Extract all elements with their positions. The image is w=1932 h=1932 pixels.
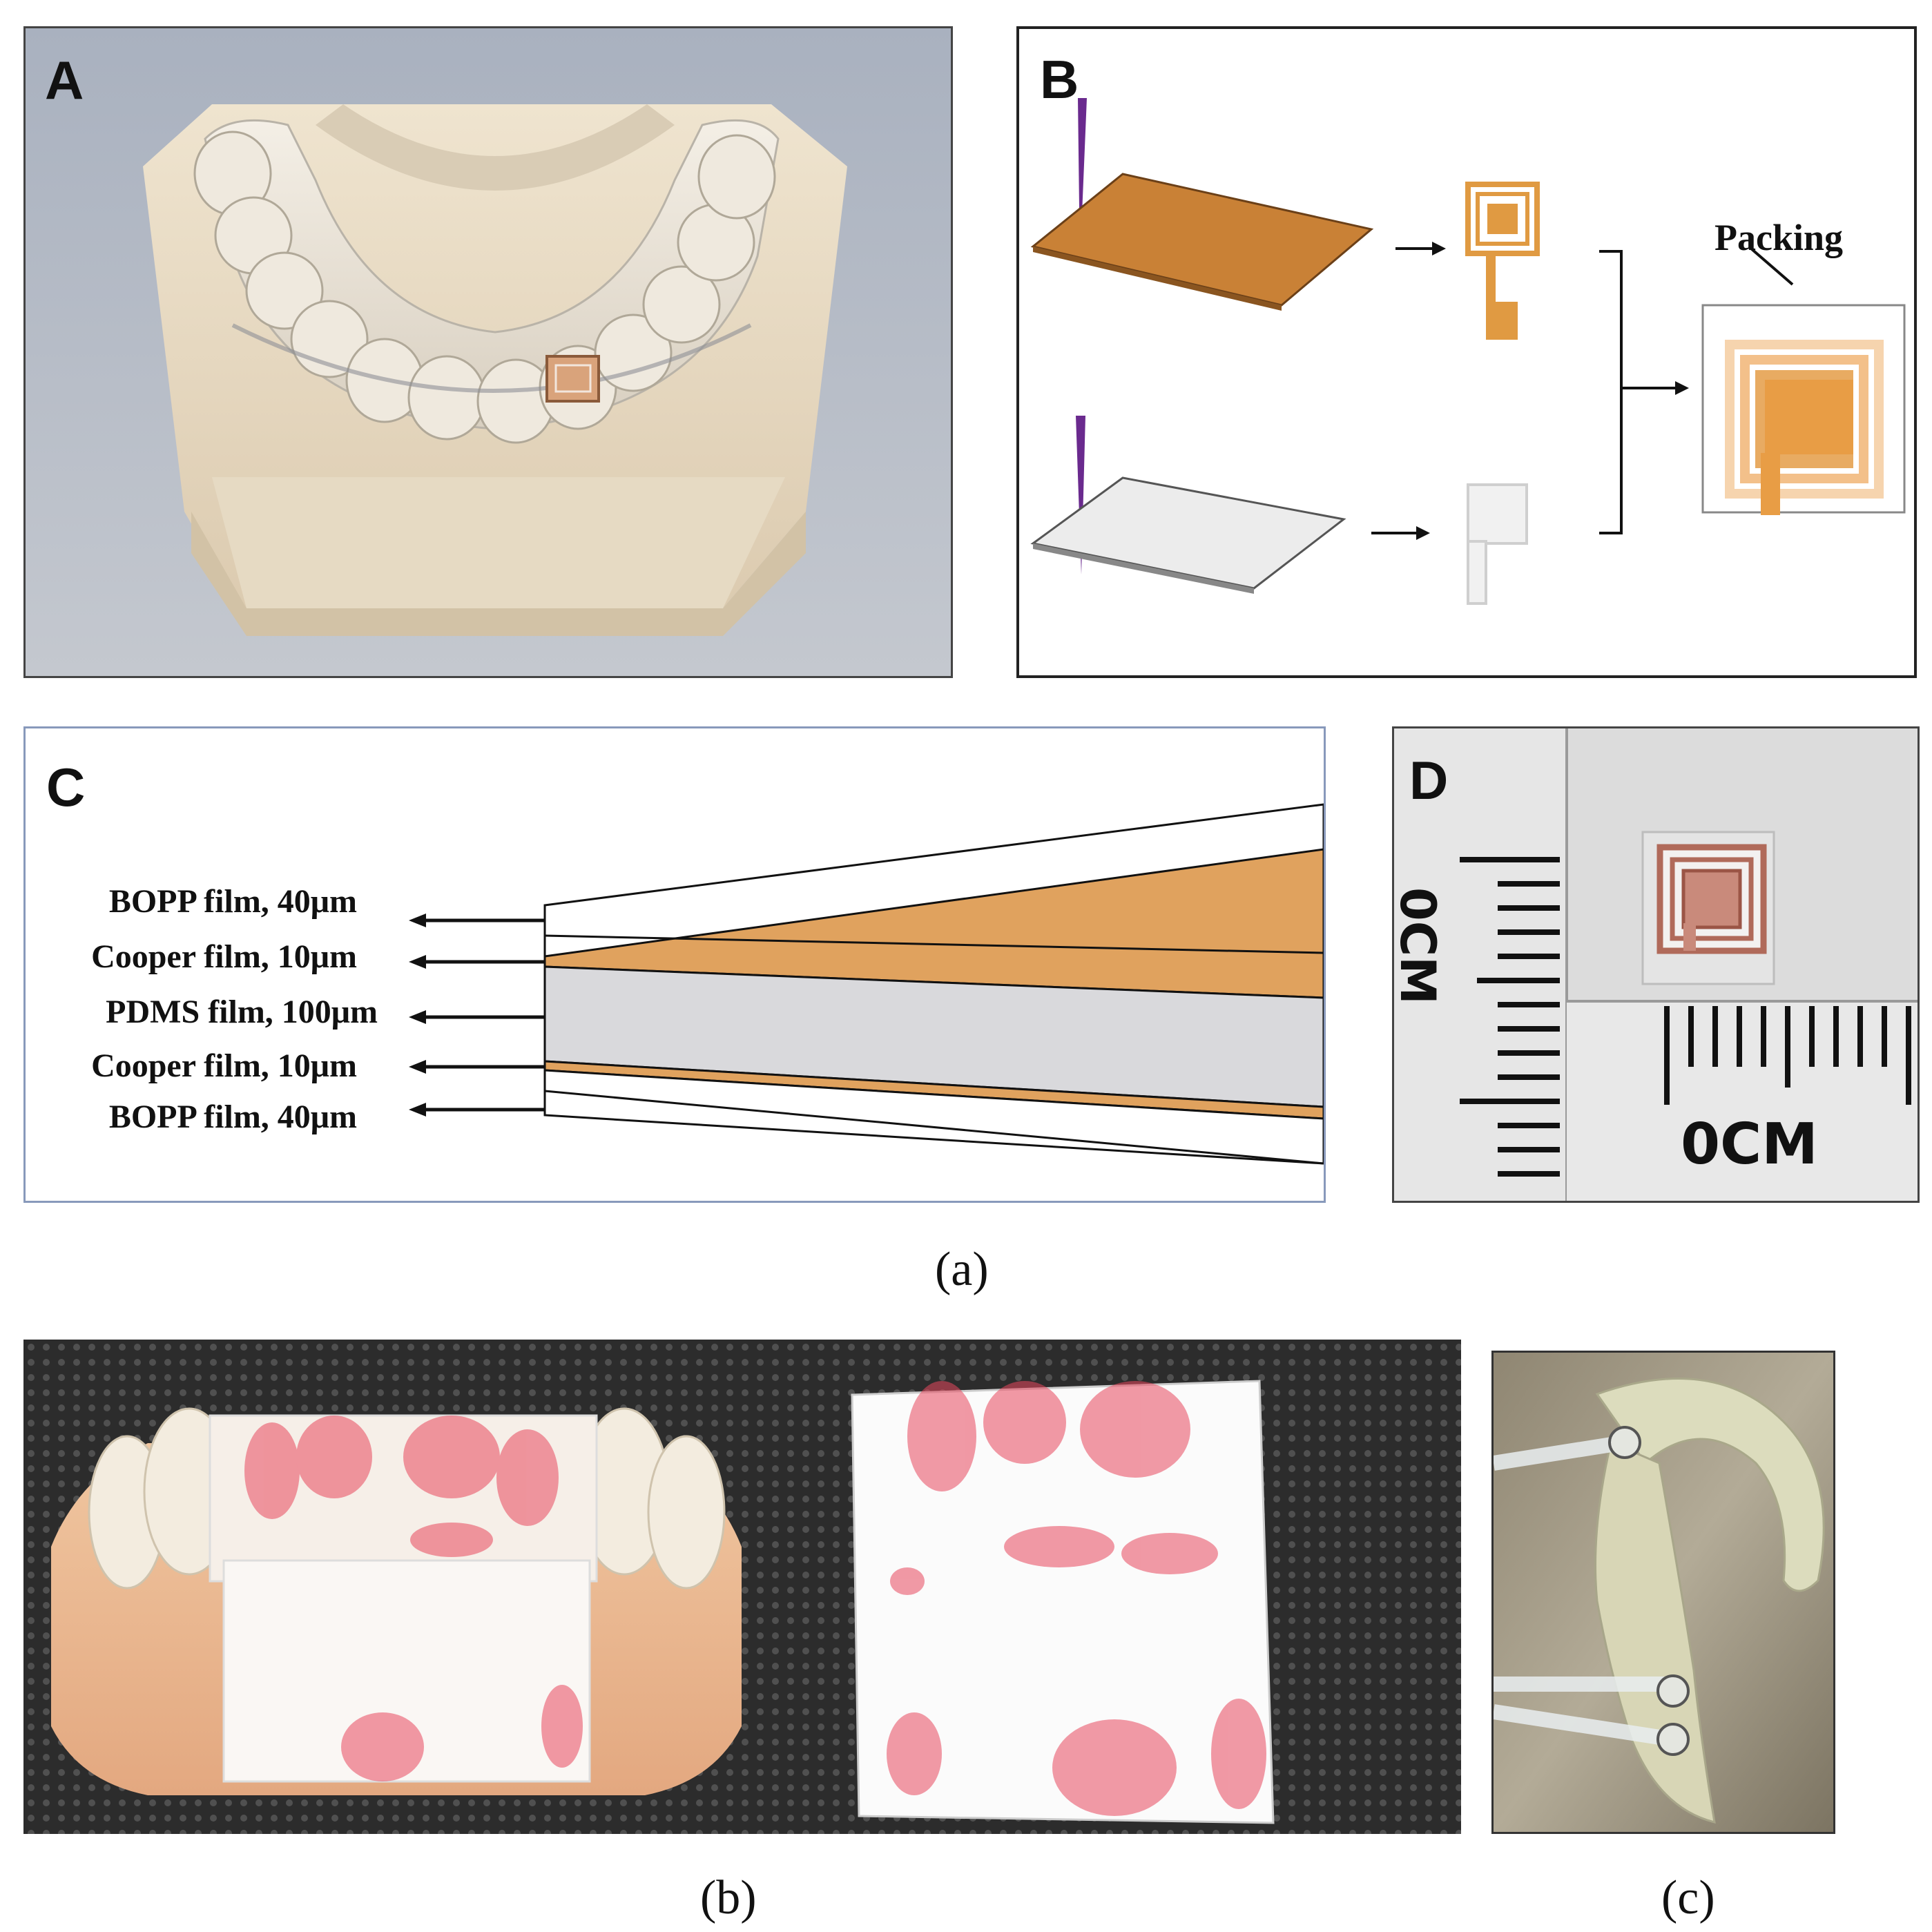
panel-c-aligner-photo (1491, 1351, 1835, 1834)
arrow-icon (409, 1060, 426, 1074)
laser-needle-bottom (1076, 416, 1085, 574)
layer-label: PDMS film, 100μm (106, 994, 378, 1030)
aligner-sensors-photo (1494, 1353, 1833, 1832)
layer-label: BOPP film, 40μm (109, 883, 357, 920)
caption-b: (b) (700, 1871, 757, 1924)
panel-a-photo: A (23, 26, 953, 678)
layer-label: Cooper film, 10μm (91, 1047, 357, 1084)
packing-label: Packing (1714, 217, 1843, 258)
arrow-icon (409, 914, 426, 927)
sensor-ruler-photo: 0CM 0CM (1394, 728, 1917, 1201)
packed-device (1725, 340, 1884, 515)
layer-stack-diagram: BOPP film, 40μm Cooper film, 10μm PDMS f… (91, 803, 1324, 1165)
panel-d-letter: D (1409, 750, 1449, 811)
arrow-icon (1675, 381, 1689, 395)
arrow-icon (409, 1103, 426, 1117)
panel-d-photo: 0CM 0CM D (1392, 726, 1920, 1203)
copper-electrode (1465, 182, 1540, 340)
aligner-arch (1595, 1378, 1825, 1592)
panel-b-pressure-photos (23, 1340, 1461, 1834)
sensor-disc (1608, 1426, 1690, 1756)
panel-b-letter: B (1040, 49, 1079, 110)
copper-sheet (1030, 173, 1374, 307)
panel-b-diagram: Packing B (1016, 26, 1917, 678)
sensor-electrode (1656, 844, 1767, 954)
ruler-label-vertical: 0CM (1394, 887, 1446, 1005)
sensor-leads (1494, 1435, 1674, 1747)
horizontal-ruler-ticks (1664, 1006, 1911, 1105)
panel-c-diagram: BOPP film, 40μm Cooper film, 10μm PDMS f… (23, 726, 1326, 1203)
arrow-icon (1416, 526, 1430, 540)
caption-a: (a) (935, 1243, 989, 1296)
vertical-ruler-ticks (1460, 857, 1560, 1177)
arrow-icon (409, 1010, 426, 1024)
arrow-icon (1432, 242, 1446, 255)
layer-label: BOPP film, 40μm (109, 1099, 357, 1135)
pressure-film-photos (23, 1340, 1461, 1834)
layer-label: Cooper film, 10μm (91, 938, 357, 975)
aligner-model-illustration (26, 28, 951, 676)
caption-c: (c) (1661, 1871, 1715, 1924)
panel-a-letter: A (45, 50, 84, 110)
ruler-label-horizontal: 0CM (1681, 1112, 1818, 1177)
fabrication-flow-diagram: Packing (1030, 98, 1906, 605)
bopp-electrode (1467, 483, 1528, 605)
arrow-icon (409, 955, 426, 969)
panel-c-letter: C (46, 757, 86, 818)
